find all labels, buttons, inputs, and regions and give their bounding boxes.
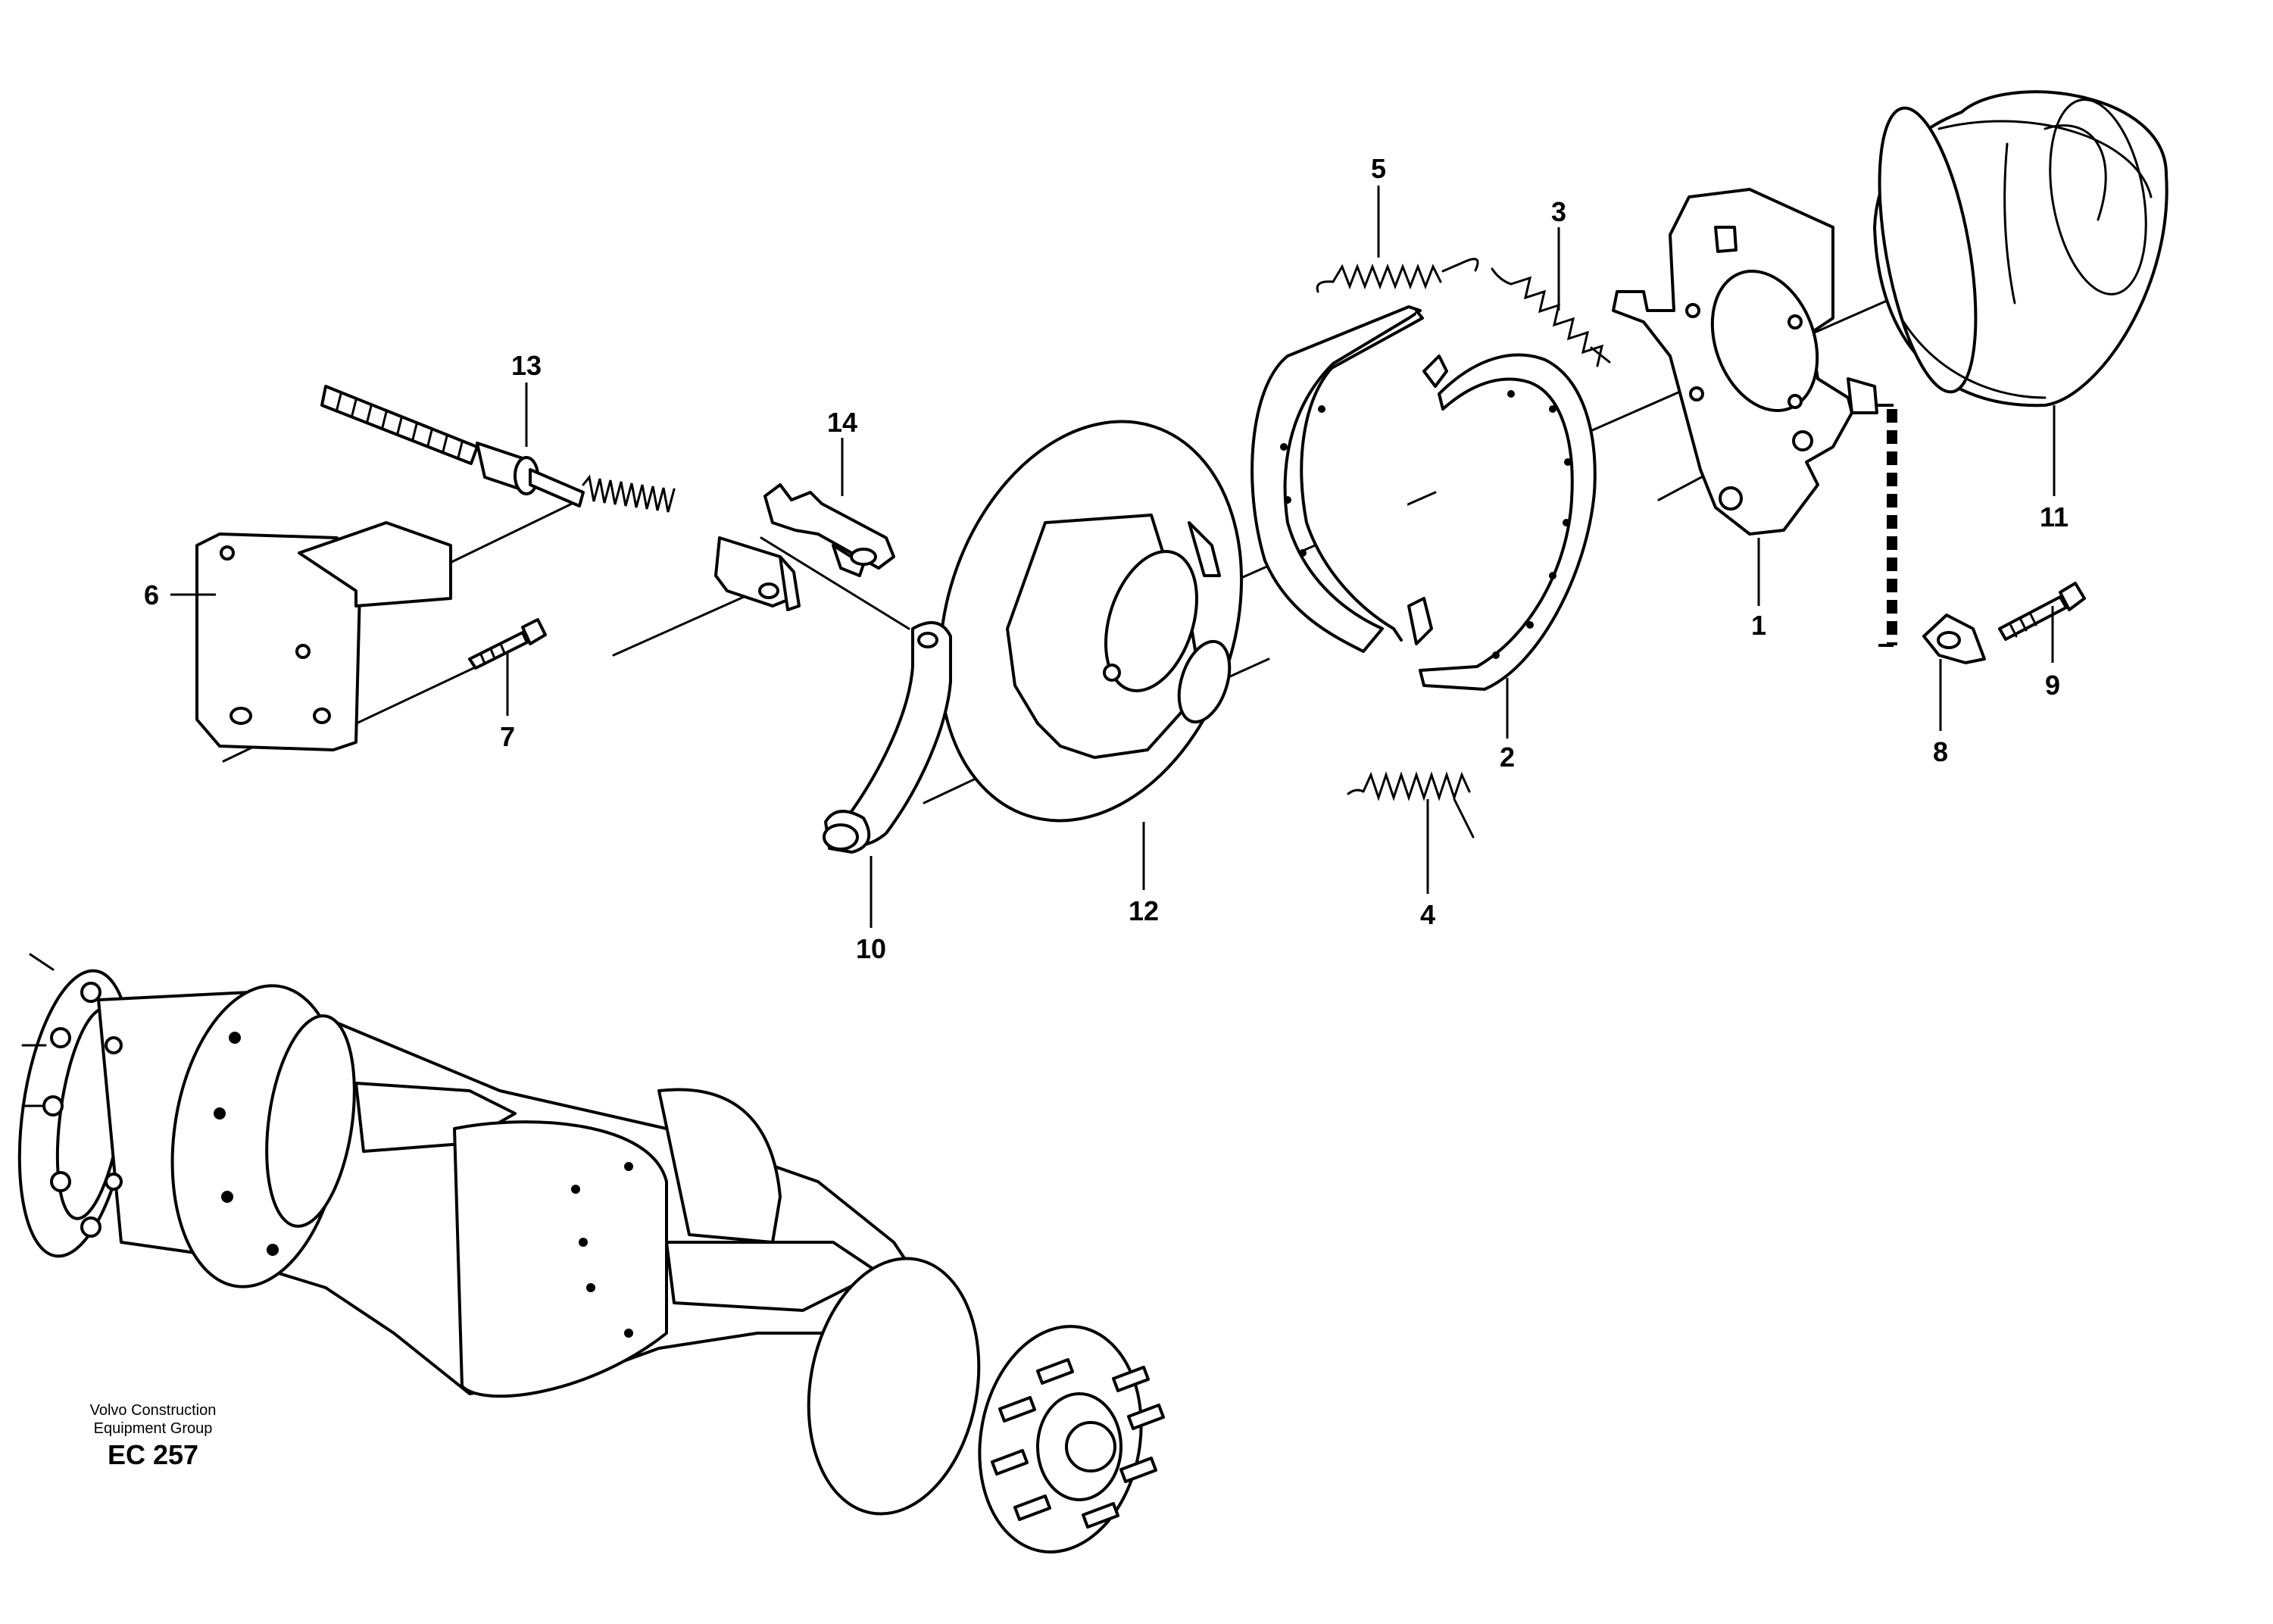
callout-8: 8 [1933, 736, 1948, 767]
brake-shoes [1250, 305, 1597, 691]
callout-2: 2 [1500, 742, 1515, 773]
callout-numbers: 1 2 3 4 5 6 7 8 9 10 11 12 13 14 [144, 153, 2068, 964]
axle-assembly [17, 953, 1165, 1554]
callout-leaders [170, 186, 2056, 928]
lower-spring [1347, 771, 1475, 839]
callout-10: 10 [856, 933, 886, 964]
callout-11: 11 [2040, 501, 2068, 532]
cable-bracket [195, 521, 452, 751]
clip [763, 483, 895, 577]
dashed-link [1877, 404, 1897, 647]
callout-9: 9 [2045, 670, 2060, 701]
screw-9 [1998, 582, 2086, 641]
callout-7: 7 [500, 721, 515, 752]
screw-7 [468, 618, 547, 670]
spring-3 [1491, 267, 1611, 367]
publisher-credit: Volvo Construction Equipment Group EC 25… [55, 1401, 251, 1473]
credit-line-1: Volvo Construction [89, 1402, 217, 1419]
lever [823, 621, 952, 854]
diagram-code: EC 257 [107, 1439, 199, 1470]
brake-cable [320, 385, 801, 611]
lock-washer [1922, 614, 1986, 664]
callout-14: 14 [827, 407, 857, 438]
dust-shield [938, 420, 1244, 823]
callout-13: 13 [511, 350, 542, 381]
upper-spring [1316, 258, 1479, 293]
backing-plate [1612, 188, 1878, 536]
callout-6: 6 [144, 579, 159, 611]
credit-line-2: Equipment Group [93, 1420, 213, 1437]
callout-3: 3 [1551, 196, 1566, 227]
callout-4: 4 [1420, 899, 1435, 930]
callout-12: 12 [1129, 895, 1159, 926]
wheel-studs [991, 1358, 1165, 1529]
brake-drum [1873, 90, 2168, 408]
callout-5: 5 [1371, 153, 1386, 184]
callout-1: 1 [1751, 610, 1766, 641]
